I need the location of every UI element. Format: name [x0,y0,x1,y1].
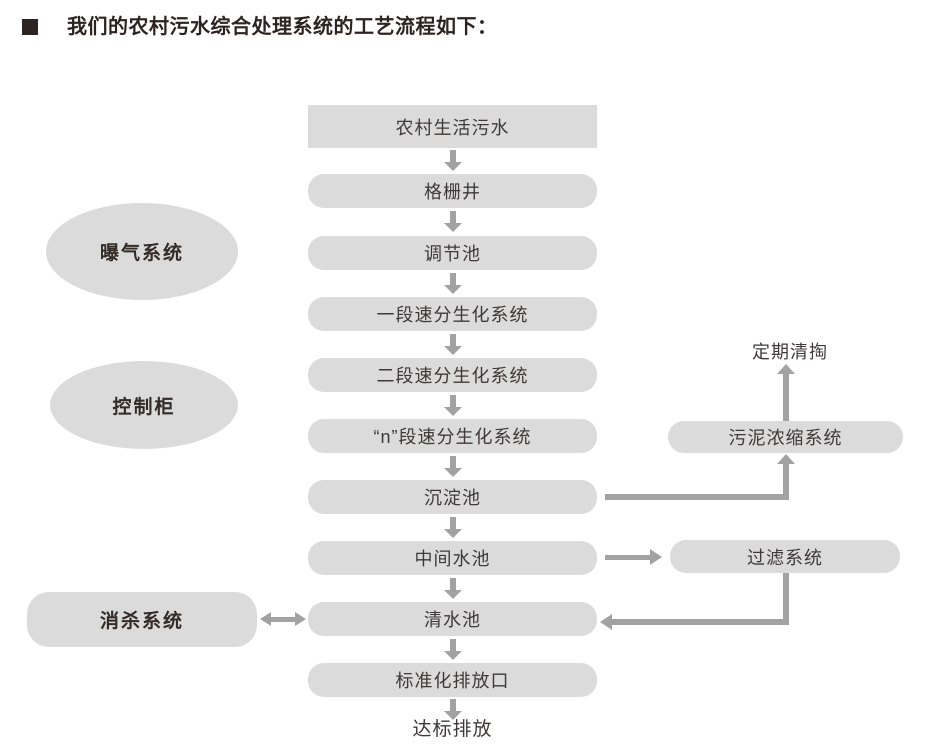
up-arrowhead-icon [777,364,795,374]
right-arrowhead-icon [650,549,662,565]
flow-step-regulating-tank: 调节池 [308,236,597,270]
periodic-cleaning-label: 定期清掏 [752,342,828,362]
connector-disinfection-to-clean-h [271,617,295,622]
page-title: 我们的农村污水综合处理系统的工艺流程如下： [67,16,498,38]
filter-system-box: 过滤系统 [670,540,900,573]
flow-step-intermediate-tank: 中间水池 [308,541,597,575]
down-arrow-icon [444,456,462,477]
up-arrowhead-icon [777,454,795,464]
down-arrow-icon [444,211,462,232]
flow-step-bio-stage-1: 一段速分生化系统 [308,297,597,331]
flow-step-sedimentation-tank: 沉淀池 [308,480,597,514]
sludge-thickening-system-box: 污泥浓缩系统 [668,421,903,453]
down-arrow-icon [444,395,462,416]
flow-step-bio-stage-2: 二段速分生化系统 [308,358,597,392]
right-arrowhead-icon [295,612,306,626]
connector-intermediate-to-filter-h [605,555,650,560]
disinfection-system-box: 消杀系统 [27,592,257,647]
down-arrow-icon [444,639,462,660]
title-bullet-square [22,19,38,35]
connector-sludge-to-cleaning-v [783,373,789,421]
flow-step-clean-water-tank: 清水池 [308,602,597,636]
aeration-system-ellipse: 曝气系统 [46,203,238,300]
flow-step-grid-well: 格栅井 [308,174,597,208]
down-arrow-icon [444,334,462,355]
connector-filter-to-clean-v [783,573,789,619]
discharge-label: 达标排放 [412,719,493,740]
flow-step-rural-sewage: 农村生活污水 [308,105,597,148]
connector-sedimentation-to-sludge-v [783,463,789,500]
connector-filter-to-clean-h [612,619,789,625]
flow-step-bio-stage-n: “n”段速分生化系统 [308,419,597,453]
left-arrowhead-icon [600,614,612,630]
down-arrow-icon [444,699,462,720]
left-arrowhead-icon [260,612,271,626]
control-cabinet-ellipse: 控制柜 [50,361,238,449]
down-arrow-icon [444,517,462,538]
down-arrow-icon [444,150,462,171]
down-arrow-icon [444,273,462,294]
connector-sedimentation-to-sludge-h [605,494,789,500]
flow-step-standard-outlet: 标准化排放口 [308,663,597,697]
down-arrow-icon [444,578,462,599]
